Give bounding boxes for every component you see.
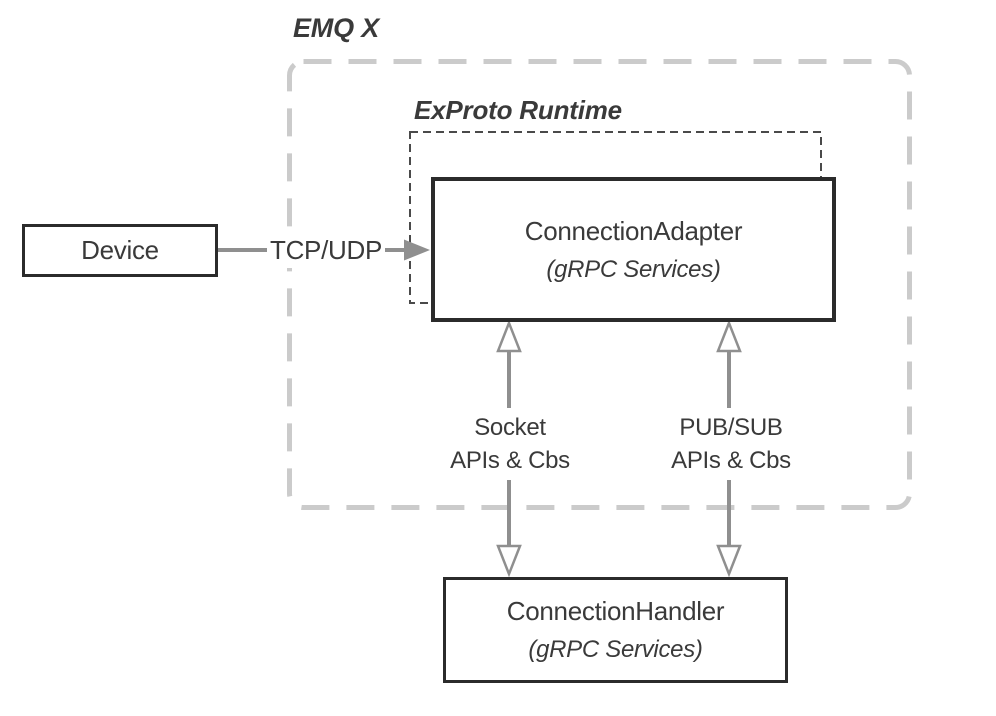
pubsub-up-arrowhead-icon	[716, 319, 742, 353]
socket-apis-label: Socket APIs & Cbs	[440, 408, 580, 480]
exproto-runtime-label: ExProto Runtime	[414, 95, 622, 125]
pubsub-apis-label-line2: APIs & Cbs	[671, 447, 791, 474]
pubsub-apis-label: PUB/SUB APIs & Cbs	[661, 408, 801, 480]
socket-apis-label-line1: Socket	[474, 414, 546, 441]
tcp-udp-label: TCP/UDP	[267, 233, 385, 268]
pubsub-apis-label-line1: PUB/SUB	[679, 414, 783, 441]
connection-adapter-title: ConnectionAdapter	[524, 215, 743, 246]
device-node: Device	[22, 224, 218, 277]
pubsub-down-arrowhead-icon	[716, 544, 742, 578]
socket-apis-label-line2: APIs & Cbs	[450, 447, 570, 474]
connection-adapter-node: ConnectionAdapter (gRPC Services)	[431, 177, 836, 322]
socket-up-arrowhead-icon	[496, 319, 522, 353]
tcp-udp-arrowhead-icon	[404, 239, 430, 261]
socket-down-arrowhead-icon	[496, 544, 522, 578]
emqx-label: EMQ X	[293, 13, 380, 43]
connection-adapter-subtitle: (gRPC Services)	[546, 255, 721, 283]
connection-handler-subtitle: (gRPC Services)	[528, 636, 703, 663]
connection-handler-node: ConnectionHandler (gRPC Services)	[443, 577, 788, 683]
emqx-boundary	[287, 59, 912, 510]
device-label: Device	[81, 235, 159, 265]
connection-handler-title: ConnectionHandler	[506, 596, 725, 626]
